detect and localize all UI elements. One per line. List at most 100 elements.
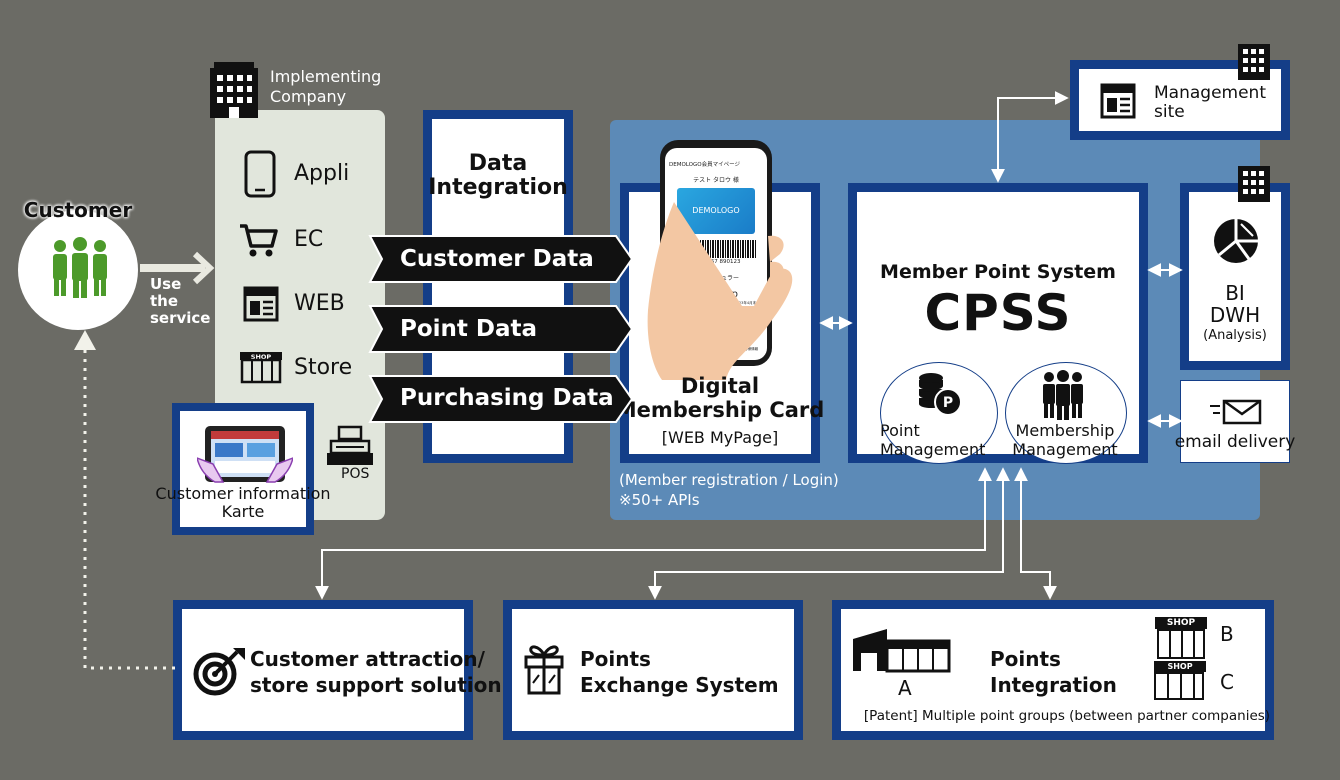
point-management-label: Point Management [880, 421, 985, 459]
large-store-icon [853, 629, 951, 673]
platform-note-line: ※50+ APIs [619, 491, 700, 509]
target-icon [193, 648, 245, 696]
membership-management-label: Membership Management [1005, 421, 1125, 459]
building-icon [210, 62, 258, 118]
shop-c-icon: SHOP [1150, 661, 1206, 701]
management-site-label-line: site [1154, 102, 1185, 122]
platform-note: (Member registration / Login) ※50+ APIs [619, 470, 839, 510]
shop-b-sign: SHOP [1155, 617, 1207, 629]
shop-c-sign: SHOP [1154, 661, 1206, 672]
membership-card-title-line: Digital [680, 374, 760, 398]
shopping-cart-icon [240, 224, 278, 257]
bi-dwh-label: BI DWH [1180, 282, 1290, 326]
company-label-line: Company [270, 87, 347, 106]
envelope-icon [1210, 399, 1262, 425]
membership-card-title: Digital Membership Card [610, 374, 830, 422]
bi-analysis-label: (Analysis) [1203, 328, 1267, 343]
platform-note-line: (Member registration / Login) [619, 471, 839, 489]
membership-card-title-line: Membership Card [615, 398, 825, 422]
flow-label-purchasing-data: Purchasing Data [400, 385, 614, 411]
use-service-label: Use the service [150, 276, 210, 327]
use-service-line: the [150, 292, 179, 310]
tablet-icon [197, 426, 293, 483]
membership-management-label-line: Management [1012, 440, 1118, 459]
company-label: Implementing Company [270, 67, 381, 107]
cpss-subtitle: Member Point System [880, 261, 1116, 283]
phone-card-logo: DEMOLOGO [692, 206, 740, 215]
phone-app-name: DEMOLOGO会員マイページ [669, 162, 740, 168]
data-integration-title-line: Integration [428, 175, 568, 200]
points-integration-label: Points Integration [990, 646, 1117, 698]
store-c-label: C [1220, 670, 1234, 694]
cpss-title: CPSS [924, 284, 1072, 342]
customer-group-icon [53, 237, 107, 298]
data-integration-title-line: Data [468, 151, 528, 176]
karte-box [172, 403, 314, 535]
membership-card-subtitle: [WEB MyPage] [661, 428, 779, 447]
channel-label-store: Store [294, 355, 353, 380]
pos-register-icon [327, 425, 373, 465]
shop-b-icon: SHOP [1155, 617, 1207, 661]
channel-label-web: WEB [294, 291, 345, 316]
building-icon [1238, 166, 1270, 202]
phone-card: DEMOLOGO [677, 188, 755, 234]
email-label: email delivery [1174, 432, 1296, 452]
web-browser-icon [1100, 83, 1136, 119]
phone-nav-item: お客様情報 [740, 347, 759, 351]
bi-dwh-box [1180, 183, 1290, 370]
svg-text:SHOP: SHOP [251, 353, 272, 361]
bi-dwh-label-line: BI [1225, 281, 1245, 305]
exchange-label-line: Points [580, 647, 651, 671]
bi-dwh-label-line: DWH [1209, 303, 1261, 327]
point-management-label-line: Management [880, 440, 986, 459]
flow-arrow-point-data [368, 305, 634, 353]
customer-label: Customer [23, 198, 133, 222]
karte-label-line: Customer information [155, 484, 331, 503]
shop-c-front [1154, 672, 1204, 700]
web-browser-icon [243, 286, 279, 322]
svg-text:P: P [943, 395, 953, 411]
store-b-label: B [1220, 622, 1234, 646]
channel-label-ec: EC [294, 227, 324, 252]
flow-label-point-data: Point Data [400, 316, 538, 342]
exchange-label-line: Exchange System [580, 673, 779, 697]
gift-box-icon [524, 645, 564, 695]
karte-label: Customer information Karte [142, 485, 344, 521]
phone-user-name: テスト タロウ 様 [693, 177, 739, 184]
phone-barcode-number: 1 234567 890123 [691, 259, 741, 265]
channel-label-appli: Appli [294, 161, 350, 186]
store-a-label: A [898, 676, 912, 700]
email-box [1180, 380, 1290, 463]
points-integration-label-line: Integration [990, 673, 1117, 697]
use-service-line: service [150, 309, 211, 327]
karte-label-line: Karte [221, 502, 265, 521]
management-site-label-line: Management [1154, 83, 1266, 103]
coins-point-icon: P [919, 373, 962, 416]
membership-management-label-line: Membership [1015, 421, 1115, 440]
attraction-label-line: store support solution [250, 673, 502, 697]
attraction-label-line: Customer attraction/ [250, 647, 485, 671]
exchange-box [503, 600, 803, 740]
point-management-label-line: Point [880, 421, 920, 440]
flow-arrow-customer-data [368, 235, 634, 283]
management-site-label: Management site [1154, 84, 1266, 122]
building-icon [1238, 44, 1270, 80]
hand-illustration [647, 202, 793, 380]
company-label-line: Implementing [270, 67, 382, 86]
attraction-label: Customer attraction/ store support solut… [250, 646, 502, 698]
use-service-line: Use [150, 275, 182, 293]
patent-note: [Patent] Multiple point groups (between … [863, 708, 1271, 724]
data-integration-title: Data Integration [423, 152, 573, 200]
exchange-label: Points Exchange System [580, 646, 779, 698]
smartphone-icon [244, 150, 276, 198]
pos-label: POS [341, 466, 370, 482]
members-group-icon [1043, 370, 1083, 420]
points-integration-label-line: Points [990, 647, 1061, 671]
pie-chart-icon [1214, 219, 1258, 263]
store-icon: SHOP [240, 352, 282, 384]
shop-b-front [1157, 629, 1205, 659]
data-flow-arrows [368, 235, 634, 423]
flow-label-customer-data: Customer Data [400, 246, 594, 272]
flow-arrow-purchasing-data [368, 375, 634, 423]
feedback-arrowhead [74, 330, 96, 350]
